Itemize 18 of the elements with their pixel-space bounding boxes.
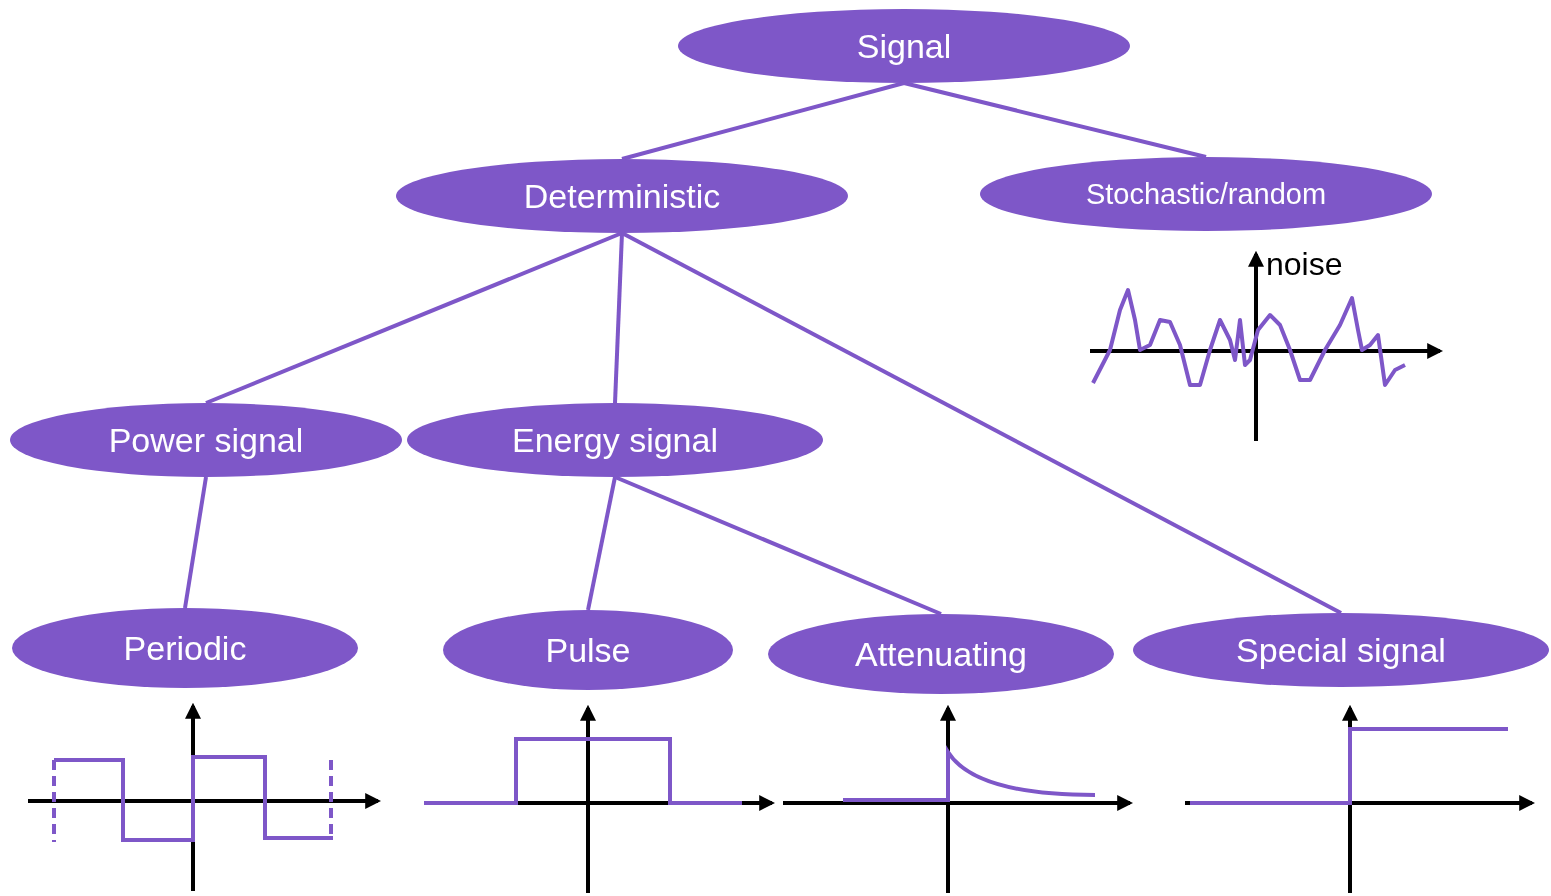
node-label: Attenuating [855,634,1027,674]
connector-line [613,232,624,404]
connector-line [205,231,623,405]
node-label: Pulse [545,630,631,670]
node-label: Stochastic/random [1085,177,1327,211]
node-label: Deterministic [523,176,721,216]
connector-line [183,476,208,609]
node-label: Special signal [1236,630,1446,670]
node-label: Periodic [123,628,247,668]
node-label: Power signal [108,420,304,460]
connector-line [621,81,905,161]
connector-line [903,81,1207,159]
connector-line [621,231,1342,615]
node-label: Energy signal [512,420,718,460]
connector-line [614,475,942,616]
connector-line [586,476,617,611]
signal-label: noise [1266,246,1343,283]
node-label: Signal [856,26,952,66]
